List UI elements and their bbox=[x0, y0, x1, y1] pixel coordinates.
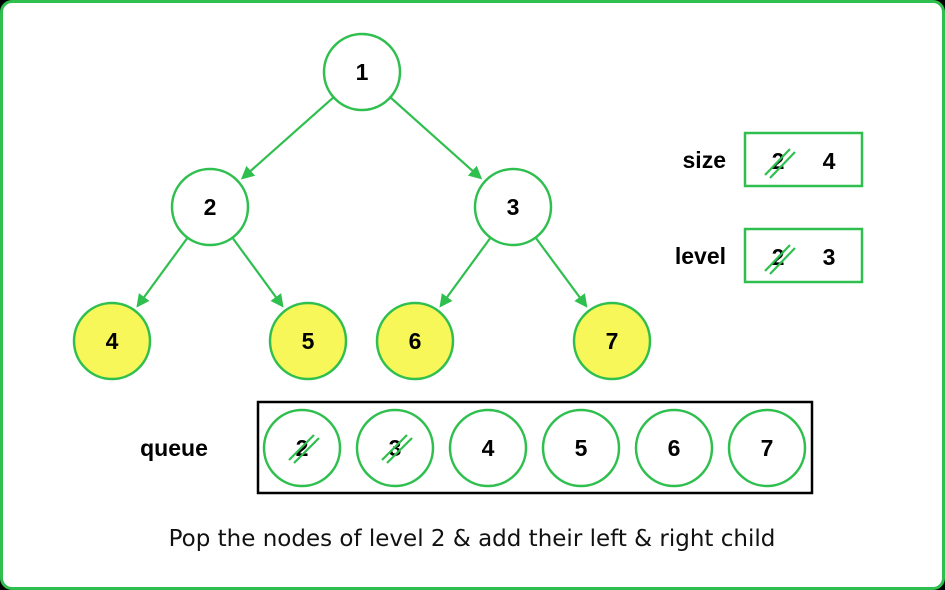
tree-node-circle bbox=[268, 301, 348, 381]
queue-item-strike-a bbox=[381, 434, 408, 461]
queue-item-7: 7 bbox=[727, 408, 807, 488]
queue-item-label: 5 bbox=[575, 435, 588, 461]
level-label: level bbox=[675, 243, 726, 269]
tree-edge-n1-n2 bbox=[240, 97, 334, 180]
tree-nodes: 1 2 3 4 5 6 7 bbox=[72, 32, 652, 381]
tree-node-label: 5 bbox=[302, 328, 315, 354]
queue-item-2: 2 bbox=[262, 408, 342, 488]
tree-node-circle bbox=[72, 301, 152, 381]
size-box bbox=[743, 131, 864, 188]
tree-node-5: 5 bbox=[268, 301, 348, 381]
level-new-value: 3 bbox=[823, 244, 836, 270]
queue-item-circle bbox=[727, 408, 807, 488]
tree-edge-n3-n6 bbox=[439, 237, 491, 308]
tree-edges bbox=[136, 97, 588, 308]
tree-edge-n3-n7 bbox=[535, 237, 588, 308]
tree-node-4: 4 bbox=[72, 301, 152, 381]
size-strike-line-a bbox=[764, 148, 791, 176]
tree-node-label: 6 bbox=[409, 328, 422, 354]
level-strike-line-a bbox=[764, 244, 791, 272]
size-strike-line-b bbox=[769, 151, 796, 179]
tree-node-circle bbox=[170, 167, 250, 247]
tree-node-label: 2 bbox=[204, 194, 217, 220]
queue-item-label: 6 bbox=[668, 435, 681, 461]
queue-item-label: 4 bbox=[482, 435, 495, 461]
tree-node-6: 6 bbox=[375, 301, 455, 381]
size-new-value: 4 bbox=[823, 148, 836, 174]
level-strike-line-b bbox=[769, 247, 796, 275]
queue-item-strike-b bbox=[293, 437, 320, 464]
queue-item-4: 4 bbox=[448, 408, 528, 488]
caption: Pop the nodes of level 2 & add their lef… bbox=[169, 526, 776, 552]
tree-node-circle bbox=[375, 301, 455, 381]
tree-node-1: 1 bbox=[322, 32, 402, 112]
tree-node-3: 3 bbox=[473, 167, 553, 247]
tree-node-7: 7 bbox=[572, 301, 652, 381]
queue-items: 23 4 5 6 7 bbox=[262, 408, 807, 488]
queue-box bbox=[256, 400, 814, 495]
queue-item-circle bbox=[634, 408, 714, 488]
queue-item-6: 6 bbox=[634, 408, 714, 488]
tree-edge-n1-n3 bbox=[390, 97, 483, 180]
queue-item-circle bbox=[541, 408, 621, 488]
tree-node-circle bbox=[572, 301, 652, 381]
tree-node-2: 2 bbox=[170, 167, 250, 247]
tree-edge-n2-n5 bbox=[232, 237, 284, 308]
tree-node-label: 3 bbox=[507, 194, 520, 220]
level-box bbox=[743, 227, 864, 284]
queue-item-label: 7 bbox=[761, 435, 774, 461]
tree-node-circle bbox=[473, 167, 553, 247]
tree-edge-n2-n4 bbox=[136, 237, 188, 308]
tree-node-label: 1 bbox=[356, 59, 369, 85]
queue-label: queue bbox=[140, 435, 208, 461]
queue-item-strike-a bbox=[288, 434, 315, 461]
queue-item-circle bbox=[448, 408, 528, 488]
size-label: size bbox=[683, 147, 726, 173]
queue-item-strike-b bbox=[386, 437, 413, 464]
queue-item-5: 5 bbox=[541, 408, 621, 488]
tree-node-label: 7 bbox=[606, 328, 619, 354]
tree-node-circle bbox=[322, 32, 402, 112]
tree-node-label: 4 bbox=[106, 328, 119, 354]
queue-item-3: 3 bbox=[355, 408, 435, 488]
